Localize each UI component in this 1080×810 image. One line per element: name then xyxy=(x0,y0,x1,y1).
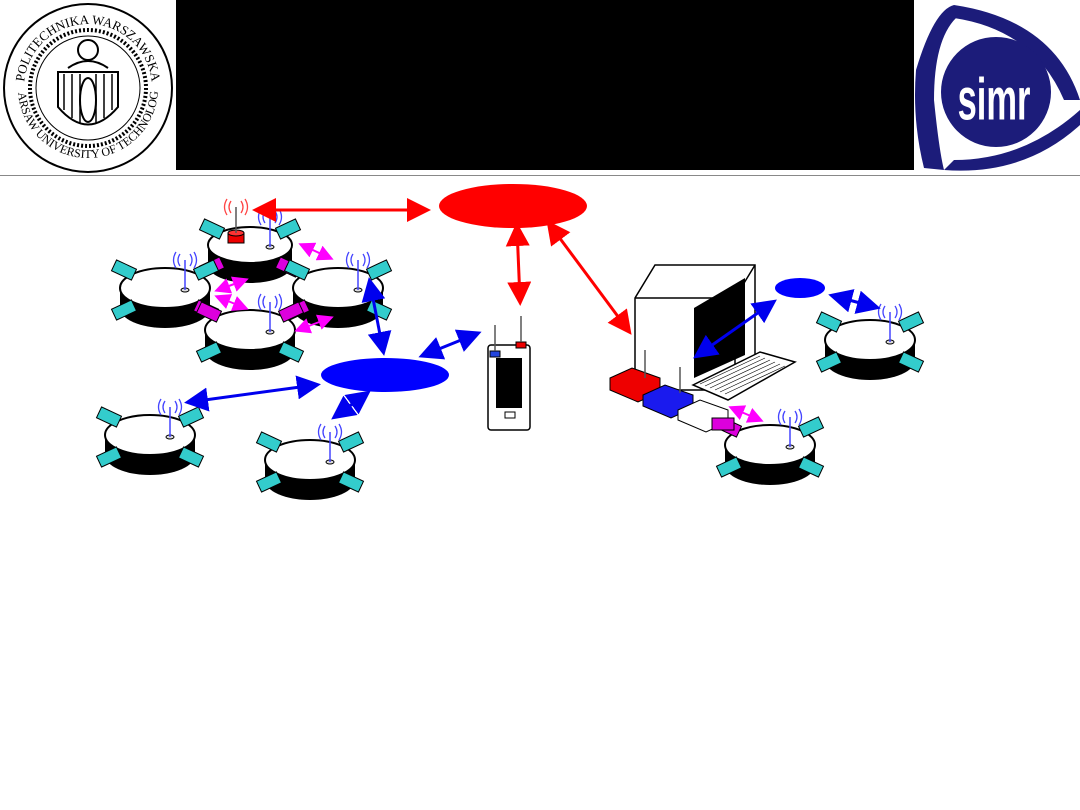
connector-icon xyxy=(897,351,925,373)
connector-icon xyxy=(255,471,283,493)
computer xyxy=(609,264,797,433)
red-link-arrow xyxy=(505,222,532,306)
radio-waves-icon xyxy=(317,423,343,441)
robot-lower-left xyxy=(95,398,205,475)
radio-waves-icon xyxy=(223,198,249,216)
pda xyxy=(487,316,531,431)
connector-icon xyxy=(192,259,220,281)
robot-top xyxy=(724,424,816,466)
pda-button xyxy=(504,411,516,419)
connector-icon xyxy=(195,341,223,363)
simr-logo: simr xyxy=(915,5,1080,171)
radio-waves-icon xyxy=(172,251,198,269)
radio-waves-icon xyxy=(157,398,183,416)
robot-lower-middle xyxy=(255,423,365,500)
magenta-link-arrow xyxy=(214,294,249,311)
blue-network xyxy=(321,358,449,392)
pda-red-module xyxy=(515,341,527,349)
robot-pc-right xyxy=(815,303,925,380)
connector-icon xyxy=(95,406,123,428)
robot-pc-bottom xyxy=(715,408,825,485)
blue-link-arrow xyxy=(828,289,881,314)
keyboard-keys xyxy=(724,365,786,395)
keyboard-keys xyxy=(719,363,781,393)
keyboard-keys xyxy=(709,359,771,389)
connector-icon xyxy=(715,456,743,478)
connector-icon xyxy=(365,259,393,281)
connector-icon xyxy=(255,431,283,453)
keyboard-keys xyxy=(704,357,766,387)
connector-icon xyxy=(711,417,735,431)
connector-icon xyxy=(815,311,843,333)
robot-top xyxy=(104,414,196,456)
pc-blue-network xyxy=(775,278,825,298)
robot-left xyxy=(110,251,220,328)
blue-link-arrow xyxy=(361,277,392,356)
svg-text:simr: simr xyxy=(958,67,1031,133)
red-link-arrow xyxy=(546,220,632,335)
connector-icon xyxy=(797,456,825,478)
connector-icon xyxy=(277,341,305,363)
robot-top xyxy=(119,267,211,309)
magenta-link-arrow xyxy=(298,242,334,261)
robot-bottom xyxy=(195,293,305,370)
robot-top xyxy=(824,319,916,361)
title-bar xyxy=(176,0,914,170)
connector-icon xyxy=(797,416,825,438)
header-divider xyxy=(0,175,1080,176)
pda-screen xyxy=(496,358,522,408)
keyboard-keys xyxy=(699,355,761,385)
pda-blue-module xyxy=(489,350,501,358)
blue-link-arrow xyxy=(693,299,777,359)
connector-icon xyxy=(283,259,311,281)
keyboard-keys xyxy=(714,361,776,391)
connector-icon xyxy=(177,446,205,468)
warsaw-university-logo: POLITECHNIKA WARSZAWSKA WARSAW UNIVERSIT… xyxy=(2,2,173,173)
red-network xyxy=(439,184,587,228)
connector-icon xyxy=(195,301,223,323)
blue-link-arrow xyxy=(331,390,371,420)
connector-icon xyxy=(177,406,205,428)
connector-icon xyxy=(110,299,138,321)
blue-link-arrow xyxy=(184,375,321,412)
blue-link-arrow xyxy=(418,329,482,360)
connector-icon xyxy=(110,259,138,281)
connector-icon xyxy=(277,301,305,323)
robot-top xyxy=(264,439,356,481)
radio-waves-icon xyxy=(257,293,283,311)
radio-waves-icon xyxy=(777,408,803,426)
connector-icon xyxy=(95,446,123,468)
connector-icon xyxy=(274,218,302,240)
connector-icon xyxy=(337,471,365,493)
connector-icon xyxy=(198,218,226,240)
magenta-link-arrow xyxy=(214,276,249,294)
radio-waves-icon xyxy=(345,251,371,269)
connector-icon xyxy=(337,431,365,453)
keyboard xyxy=(691,351,797,401)
magenta-link-arrow xyxy=(294,314,334,334)
magenta-link-arrow xyxy=(728,405,764,423)
radio-waves-icon xyxy=(877,303,903,321)
robot-top xyxy=(198,198,302,283)
connector-icon xyxy=(815,351,843,373)
connector-icon xyxy=(897,311,925,333)
